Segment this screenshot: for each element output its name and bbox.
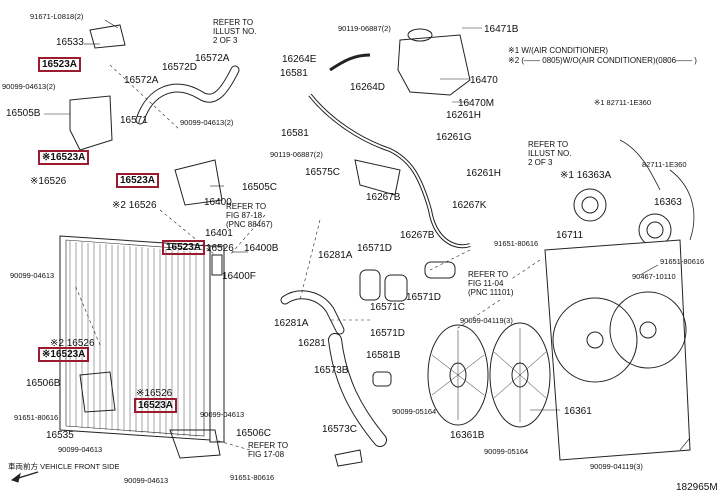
bracket-16575c bbox=[354, 159, 401, 196]
radiator-core bbox=[59, 235, 225, 443]
part-90099-04119: 90099-04119(3) bbox=[460, 316, 513, 325]
part-90099-04613-a: 90099-04613 bbox=[10, 271, 55, 280]
part-16571d: 16571D bbox=[357, 243, 393, 254]
reference-fig-87-18[interactable]: REFER TO FIG 87-18 (PNC 88467) bbox=[226, 202, 273, 229]
diagram-id: 182965M bbox=[676, 482, 718, 493]
part-90099-05164-2: 90099-05164 bbox=[484, 447, 529, 456]
part-16523a-label: ※16523A bbox=[38, 347, 90, 362]
part-16573b: 16573B bbox=[314, 365, 349, 376]
reference-illust-2of3-right[interactable]: REFER TO ILLUST NO. 2 OF 3 bbox=[528, 140, 572, 167]
reference-fig-17-08[interactable]: REFER TO FIG 17-08 bbox=[248, 441, 289, 459]
part-16261h: 16261H bbox=[446, 110, 482, 121]
part-16361b: 16361B bbox=[450, 430, 485, 441]
part-90467-10110: 90467-10110 bbox=[632, 272, 676, 281]
part-16572d: 16572D bbox=[162, 62, 198, 73]
part-82711-1e360: ※1 82711-1E360 bbox=[594, 98, 652, 107]
fan-blade-left bbox=[427, 324, 489, 426]
vehicle-front-label: 車両前方 VEHICLE FRONT SIDE bbox=[8, 462, 120, 471]
bracket-16506c bbox=[169, 429, 221, 459]
legend-no-air-conditioner: ※2 (—— 0805)W/O(AIR CONDITIONER)(0806—— … bbox=[508, 56, 697, 65]
part-16711: 16711 bbox=[556, 230, 584, 241]
part-16572a-2: 16572A bbox=[124, 75, 159, 86]
part-16470m: 16470M bbox=[458, 98, 495, 109]
reference-fig-11-04[interactable]: REFER TO FIG 11-04 (PNC 11101) bbox=[468, 270, 514, 297]
part-16523a-label: ※16523A bbox=[38, 150, 90, 165]
part-16506b: 16506B bbox=[26, 378, 61, 389]
part-82711-1e360-2: 82711-1E360 bbox=[642, 160, 687, 169]
part-16267b: 16267B bbox=[366, 192, 401, 203]
part-16526-5: ※16526 bbox=[136, 388, 173, 399]
part-16267k: 16267K bbox=[452, 200, 487, 211]
part-16526-2: ※2 16526 bbox=[112, 200, 157, 211]
part-16523a-label: 16523A bbox=[134, 398, 178, 413]
part-90099-04613-2: 90099-04613(2) bbox=[180, 118, 234, 127]
part-91671-l0818: 91671-L0818(2) bbox=[30, 12, 84, 21]
part-90099-04613-c: 90099-04613 bbox=[200, 410, 245, 419]
part-16471b: 16471B bbox=[484, 24, 519, 35]
part-16581-2: 16581 bbox=[281, 128, 309, 139]
part-16400-2: 16401 bbox=[205, 228, 233, 239]
part-90099-04119-2: 90099-04119(3) bbox=[590, 462, 643, 471]
part-16505c: 16505C bbox=[242, 182, 278, 193]
legend-air-conditioner: ※1 W/(AIR CONDITIONER) bbox=[508, 46, 609, 55]
part-16573c: 16573C bbox=[322, 424, 358, 435]
bracket-16506b bbox=[79, 371, 116, 413]
part-16363: 16363 bbox=[654, 197, 682, 208]
part-16505b: 16505B bbox=[6, 108, 41, 119]
part-16571d-3: 16571D bbox=[370, 328, 406, 339]
part-16400f: 16400F bbox=[222, 271, 256, 282]
part-16523a-label: 16523A bbox=[38, 57, 82, 72]
part-16400: 16400 bbox=[204, 197, 232, 208]
part-91651-80616: 91651-80616 bbox=[14, 413, 59, 422]
part-16571d-2: 16571D bbox=[406, 292, 442, 303]
part-16526-3: 16526 bbox=[206, 243, 234, 254]
part-91651-80616-c: 91651-80616 bbox=[494, 239, 539, 248]
reserve-tank bbox=[397, 34, 471, 96]
bracket-16505c bbox=[174, 159, 223, 206]
part-16281a-2: 16281A bbox=[274, 318, 309, 329]
part-16281a: 16281A bbox=[318, 250, 353, 261]
part-16571c: 16571C bbox=[370, 302, 406, 313]
part-90099-04613: 90099-04613(2) bbox=[2, 82, 56, 91]
part-91651-80616-b: 91651-80616 bbox=[230, 473, 275, 482]
part-16264d: 16264D bbox=[350, 82, 386, 93]
part-16267b-2: 16267B bbox=[400, 230, 435, 241]
part-16526-4: ※2 16526 bbox=[50, 338, 95, 349]
part-16361: 16361 bbox=[564, 406, 592, 417]
part-16581b: 16581B bbox=[366, 350, 401, 361]
part-16400b: 16400B bbox=[244, 243, 279, 254]
part-16363a: ※1 16363A bbox=[560, 170, 612, 181]
part-90099-04613-b: 90099-04613 bbox=[58, 445, 103, 454]
part-90119-06887: 90119-06887(2) bbox=[338, 24, 391, 33]
part-16526: ※16526 bbox=[30, 176, 67, 187]
clip-16533 bbox=[89, 24, 126, 49]
part-16572a: 16572A bbox=[195, 53, 230, 64]
part-16264e: 16264E bbox=[282, 54, 317, 65]
part-16575c: 16575C bbox=[305, 167, 341, 178]
part-16523a-label: 16523A bbox=[162, 240, 206, 255]
fan-blade-right bbox=[489, 322, 551, 428]
part-90099-05164: 90099-05164 bbox=[392, 407, 437, 416]
part-91651-80616-d: 91651-80616 bbox=[660, 257, 705, 266]
part-16571: 16571 bbox=[120, 115, 148, 126]
part-16261g: 16261G bbox=[436, 132, 472, 143]
part-16261h-2: 16261H bbox=[466, 168, 502, 179]
part-90119-06887-2: 90119-06887(2) bbox=[270, 150, 323, 159]
part-90099-04613-d: 90099-04613 bbox=[124, 476, 169, 485]
fan-shroud bbox=[544, 239, 691, 461]
part-16523a-label: 16523A bbox=[116, 173, 160, 188]
bracket-16505b bbox=[69, 95, 113, 151]
part-16470: 16470 bbox=[470, 75, 498, 86]
part-16535: 16535 bbox=[46, 430, 74, 441]
reference-illust-2of3[interactable]: REFER TO ILLUST NO. 2 OF 3 bbox=[213, 18, 257, 45]
part-16581: 16581 bbox=[280, 68, 308, 79]
part-16506c: 16506C bbox=[236, 428, 272, 439]
part-16281: 16281 bbox=[298, 338, 326, 349]
part-16533: 16533 bbox=[56, 37, 84, 48]
